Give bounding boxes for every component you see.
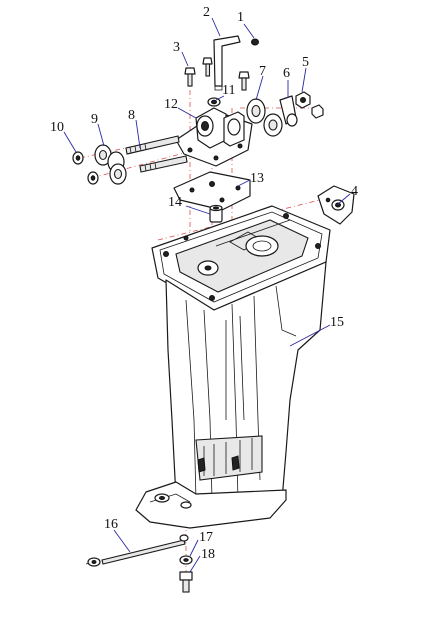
callout-3: 3 xyxy=(173,40,180,55)
callout-5: 5 xyxy=(302,55,309,70)
part-11-grommet xyxy=(207,97,221,107)
callout-9: 9 xyxy=(91,112,98,127)
part-6-bracket-clip xyxy=(279,95,298,127)
part-5-nut xyxy=(295,91,324,119)
part-4-plate xyxy=(317,185,355,225)
callout-11: 11 xyxy=(222,83,235,98)
callout-labels: 1 2 3 4 5 6 7 8 9 10 11 12 13 14 15 16 1… xyxy=(50,5,358,562)
callout-6: 6 xyxy=(283,66,290,81)
part-12-upper-bracket xyxy=(175,107,253,167)
callout-12: 12 xyxy=(164,97,178,112)
part-10-washers xyxy=(72,151,99,185)
part-8-studs xyxy=(125,135,188,173)
callout-1: 1 xyxy=(237,10,244,25)
callout-13: 13 xyxy=(250,171,264,186)
part-15-housing xyxy=(135,205,331,529)
part-17-washer xyxy=(179,555,193,565)
part-7-roller xyxy=(246,98,283,137)
callout-15: 15 xyxy=(330,315,344,330)
callout-7: 7 xyxy=(259,64,266,79)
callout-10: 10 xyxy=(50,120,64,135)
callout-16: 16 xyxy=(104,517,118,532)
callout-8: 8 xyxy=(128,108,135,123)
callout-4: 4 xyxy=(351,184,358,199)
callout-17: 17 xyxy=(199,530,213,545)
part-1-pin xyxy=(251,38,259,46)
part-16-ground-cable xyxy=(85,534,189,567)
callout-18: 18 xyxy=(201,547,215,562)
part-18-bolt xyxy=(179,571,193,593)
callout-2: 2 xyxy=(203,5,210,20)
callout-leader-lines xyxy=(63,17,351,573)
part-14-bushing xyxy=(209,204,223,223)
part-9-rollers xyxy=(94,144,127,185)
part-13-gasket xyxy=(173,171,251,211)
callout-14: 14 xyxy=(168,195,182,210)
part-3-bolts xyxy=(184,57,250,91)
part-2-shift-rod xyxy=(213,35,241,91)
